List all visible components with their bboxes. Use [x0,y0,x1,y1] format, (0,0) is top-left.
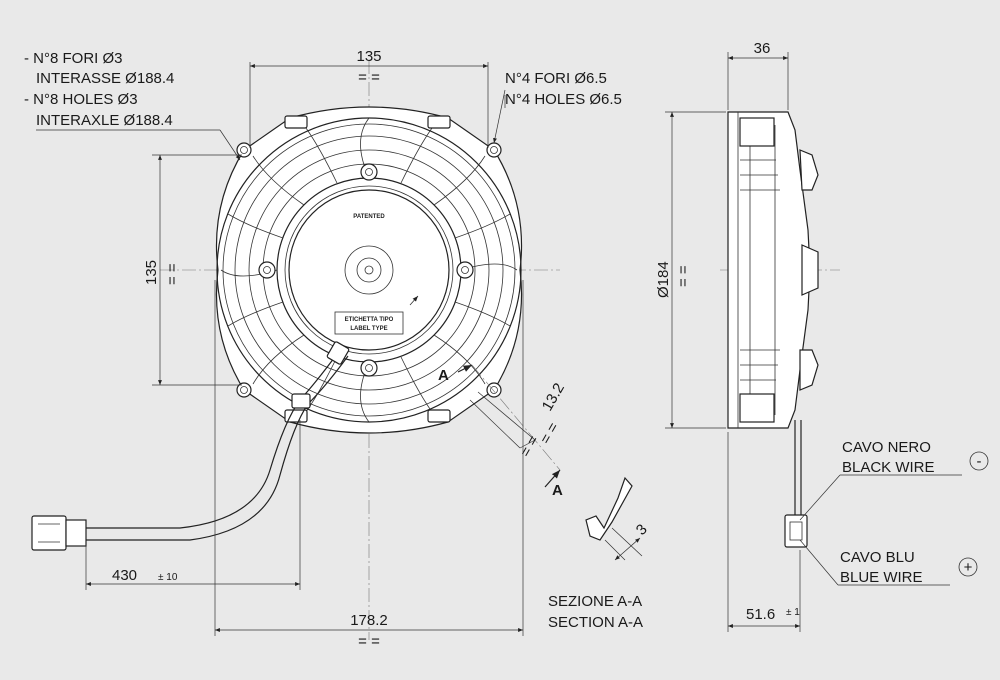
black-wire-callout: CAVO NERO BLACK WIRE - [799,439,989,521]
side-diameter-dimension: Ø184 = = [655,111,726,429]
plus-sign-icon [958,557,978,577]
holes-large-en: N°4 HOLES Ø6.5 [505,91,622,108]
cable-length-value: 430 [112,567,137,584]
bottom-width-value: 178.2 [350,612,388,629]
cable-length-tol: ± 10 [158,572,178,583]
side-body [727,111,819,429]
holes-large-it: N°4 FORI Ø6.5 [505,70,607,87]
bottom-width-sym: = = [358,633,380,650]
section-marker-upper: A [438,364,473,384]
side-bottom-value: 51.6 [746,606,775,623]
section-marker-lower: A [544,469,563,499]
hub-patented-text: PATENTED [353,214,385,220]
section-marker-a-upper: A [438,367,449,384]
left-height-dimension: 135 = = [143,154,242,386]
front-view: PATENTED ETICHETTA TIPO LABEL TYPE A A [24,48,622,650]
minus-sign-icon [969,451,989,471]
left-height-sym: = = [164,263,181,285]
black-wire-sign: - [977,453,982,470]
blue-wire-sign: + [964,559,973,576]
cable-length-dimension: 430 ± 10 [85,420,301,590]
side-depth-value: 36 [754,40,771,57]
hub-label-en: LABEL TYPE [350,326,387,332]
top-width-value: 135 [356,48,381,65]
blue-wire-callout: CAVO BLU BLUE WIRE + [799,539,978,586]
side-diameter-sym: = = [675,265,692,287]
side-bottom-tol: ± 1 [786,607,800,618]
side-bottom-dimension: 51.6 ± 1 [727,432,801,632]
blue-wire-en: BLUE WIRE [840,569,923,586]
cable [85,341,350,541]
hub-label-it: ETICHETTA TIPO [345,317,394,323]
section-detail: 3 SEZIONE A-A SECTION A-A [548,476,651,631]
black-wire-it: CAVO NERO [842,439,931,456]
section-title-it: SEZIONE A-A [548,593,642,610]
screw-bosses [258,163,474,377]
blue-wire-it: CAVO BLU [840,549,915,566]
side-depth-dimension: 36 [727,40,789,110]
section-thickness-value: 3 [633,521,651,539]
side-view: 36 Ø184 = = 51.6 ± 1 CAVO NERO BLACK WIR… [655,40,989,632]
frame-clips [284,115,451,423]
interaxle-en: INTERAXLE Ø188.4 [36,112,173,129]
hole-callout-right: N°4 FORI Ø6.5 N°4 HOLES Ø6.5 [493,70,622,144]
side-wire [784,420,808,548]
section-marker-a-lower: A [552,482,563,499]
black-wire-en: BLACK WIRE [842,459,935,476]
left-height-value: 135 [143,260,160,285]
mounting-holes-large [236,142,502,398]
bottom-width-dimension: 178.2 = = [214,280,524,650]
interaxle-it: INTERASSE Ø188.4 [36,70,174,87]
connector [31,515,87,551]
holes-small-en: - N°8 HOLES Ø3 [24,91,138,108]
holes-small-it: - N°8 FORI Ø3 [24,50,123,67]
side-diameter-value: Ø184 [655,261,672,298]
section-title-en: SECTION A-A [548,614,643,631]
motor-hub: PATENTED ETICHETTA TIPO LABEL TYPE [288,189,450,351]
hole-callout-left: - N°8 FORI Ø3 INTERASSE Ø188.4 - N°8 HOL… [24,50,241,161]
top-width-dimension: 135 = = [249,48,489,148]
top-width-sym: = = [358,69,380,86]
rib-width-value: 13.2 [539,380,568,414]
